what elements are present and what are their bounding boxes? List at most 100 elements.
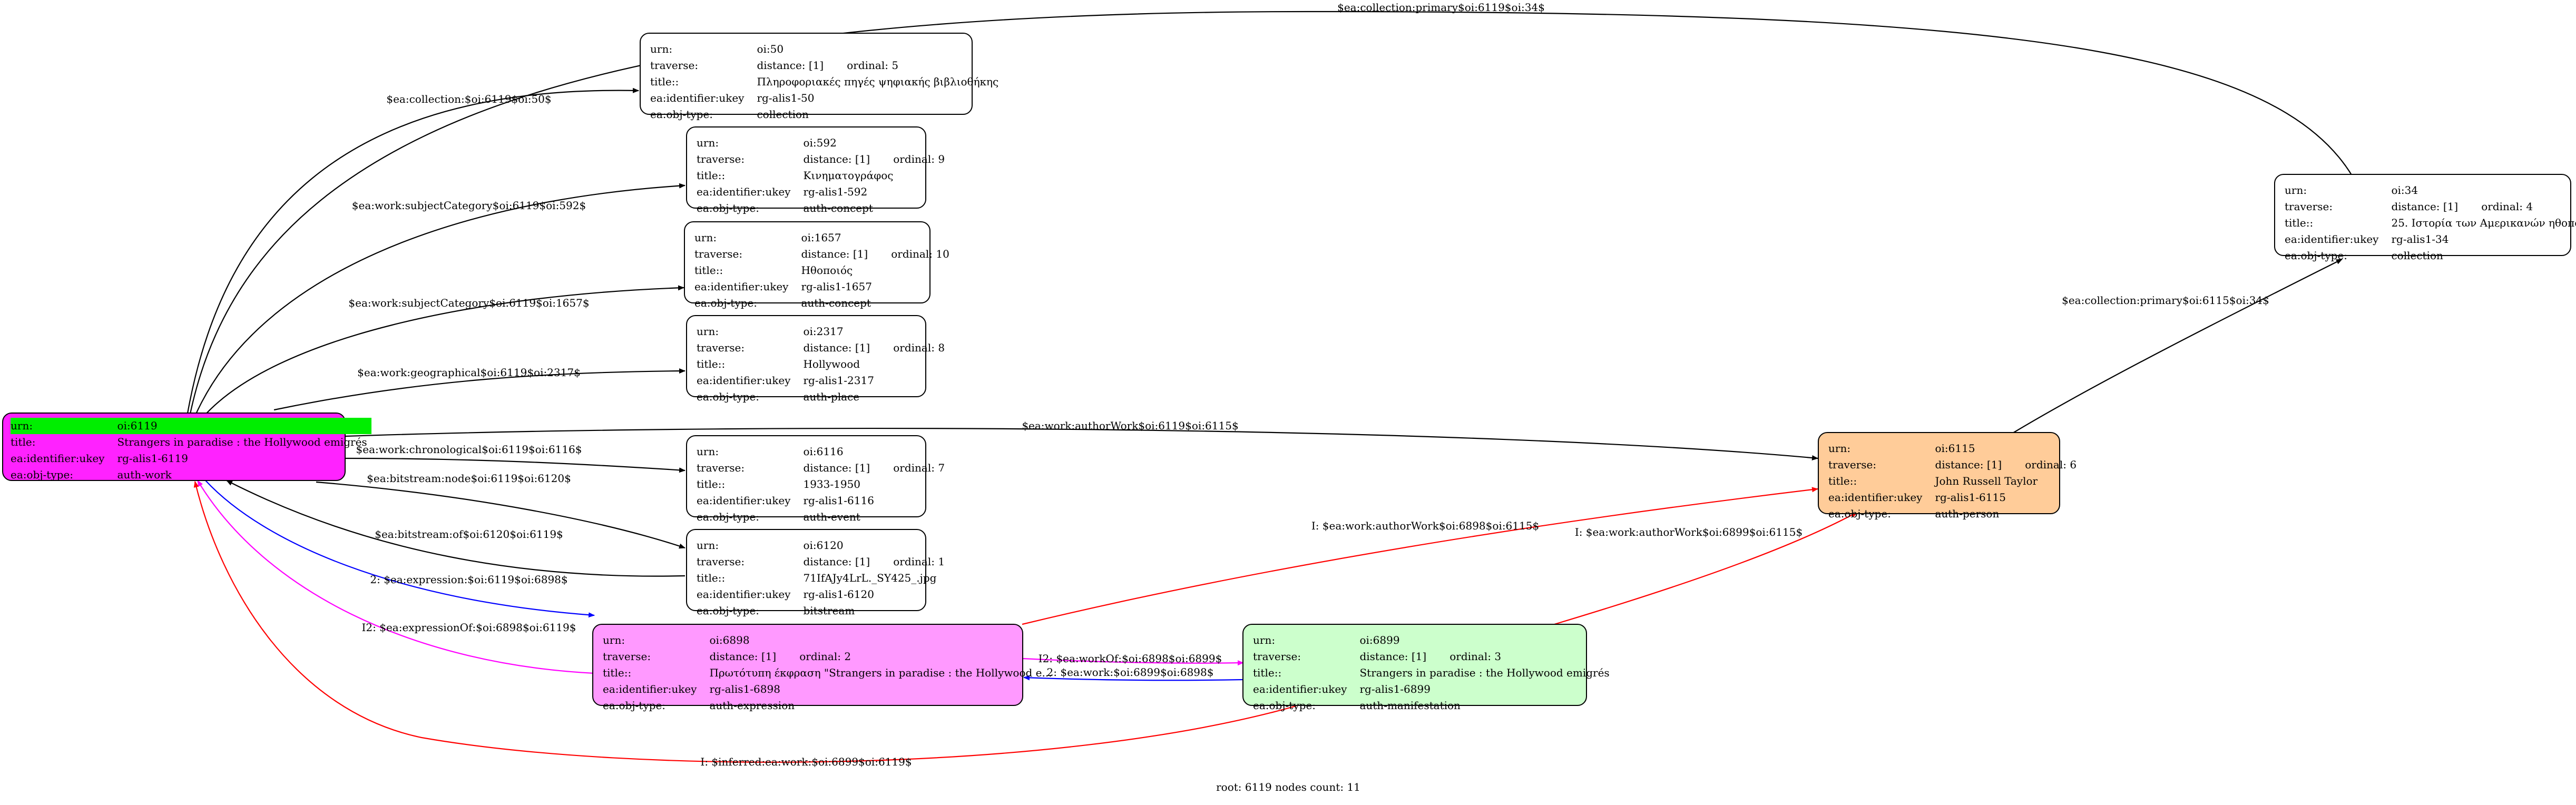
- node-6119-root[interactable]: urn:oi:6119 title:Strangers in paradise …: [2, 413, 371, 481]
- node-urn: oi:6898: [709, 634, 750, 646]
- node-ukey: rg-alis1-6899: [1359, 683, 1431, 695]
- title-label: title::: [650, 75, 679, 88]
- node-ordinal: ordinal: 2: [799, 650, 851, 663]
- edge-bitstream-of-6120-6119: [226, 480, 685, 577]
- edge-label-subject-6119-592: $ea:work:subjectCategory$oi:6119$oi:592$: [351, 199, 586, 212]
- objtype-label: ea:obj-type:: [2285, 249, 2348, 262]
- node-title: Strangers in paradise : the Hollywood em…: [1359, 666, 1610, 679]
- node-objtype: auth-event: [803, 511, 860, 523]
- node-distance: distance: [1]: [1935, 458, 2002, 471]
- node-title: 25. Ιστορία των Αμερικανών ηθοποιών: [2391, 217, 2576, 229]
- node-ukey: rg-alis1-592: [803, 185, 868, 198]
- edge-author-6898-6115: [1022, 487, 1818, 625]
- traverse-label: traverse:: [697, 462, 745, 474]
- edge-author-6119-6115: [345, 427, 1818, 460]
- node-ukey: rg-alis1-6116: [803, 494, 874, 507]
- node-6115[interactable]: urn:oi:6115 traverse:distance: [1]ordina…: [1818, 432, 2077, 520]
- urn-label: urn:: [1253, 634, 1276, 646]
- node-592[interactable]: urn:oi:592 traverse:distance: [1]ordinal…: [686, 126, 945, 214]
- traverse-label: traverse:: [650, 59, 699, 72]
- urn-label: urn:: [650, 43, 673, 55]
- traverse-label: traverse:: [2285, 200, 2333, 213]
- edge-subject-6119-592: [194, 183, 685, 417]
- node-ordinal: ordinal: 6: [2025, 458, 2077, 471]
- edge-bitstream-node-6119-6120: [316, 481, 685, 549]
- urn-label: urn:: [697, 325, 719, 338]
- node-title: Strangers in paradise : the Hollywood em…: [117, 436, 367, 448]
- edge-expression-6119-6898: [205, 480, 595, 618]
- node-title: Κινηματογράφος: [803, 169, 894, 182]
- edge-label-inferred-6899-6119: I: $inferred:ea:work:$oi:6899$oi:6119$: [700, 755, 912, 768]
- edge-label-work-6899-6898: 2: $ea:work:$oi:6899$oi:6898$: [1046, 666, 1214, 679]
- urn-label: urn:: [694, 231, 717, 244]
- graph-footer: root: 6119 nodes count: 11: [1216, 781, 1360, 793]
- node-ukey: rg-alis1-6119: [117, 452, 188, 465]
- node-34[interactable]: urn:oi:34 traverse:distance: [1]ordinal:…: [2274, 174, 2576, 262]
- node-ukey: rg-alis1-6120: [803, 588, 874, 601]
- title-label: title::: [1253, 666, 1282, 679]
- edge-label-expression-6119-6898: 2: $ea:expression:$oi:6119$oi:6898$: [370, 573, 568, 586]
- edge-label-author-6119-6115: $ea:work:authorWork$oi:6119$oi:6115$: [1022, 419, 1239, 432]
- node-6116[interactable]: urn:oi:6116 traverse:distance: [1]ordina…: [686, 435, 945, 523]
- ukey-label: ea:identifier:ukey: [697, 185, 791, 198]
- traverse-label: traverse:: [603, 650, 651, 663]
- node-6120[interactable]: urn:oi:6120 traverse:distance: [1]ordina…: [686, 529, 945, 617]
- ukey-label: ea:identifier:ukey: [650, 92, 745, 104]
- urn-label: urn:: [697, 445, 719, 458]
- node-6899[interactable]: urn:oi:6899 traverse:distance: [1]ordina…: [1242, 624, 1610, 712]
- node-objtype: collection: [757, 108, 809, 121]
- node-distance: distance: [1]: [757, 59, 824, 72]
- node-title: John Russell Taylor: [1935, 475, 2038, 487]
- objtype-label: ea:obj-type:: [697, 202, 760, 214]
- traverse-label: traverse:: [697, 341, 745, 354]
- edge-label-collection-primary-6119-34: $ea:collection:primary$oi:6119$oi:34$: [1337, 1, 1545, 14]
- node-ordinal: ordinal: 7: [893, 462, 945, 474]
- node-ordinal: ordinal: 1: [893, 555, 945, 568]
- node-ukey: rg-alis1-2317: [803, 374, 874, 387]
- ukey-label: ea:identifier:ukey: [1253, 683, 1347, 695]
- edge-work-6899-6898: [1023, 675, 1244, 681]
- urn-label: urn:: [1828, 442, 1851, 455]
- objtype-label: ea:obj-type:: [11, 468, 74, 481]
- title-label: title::: [2285, 217, 2314, 229]
- node-objtype: auth-concept: [803, 202, 873, 214]
- edge-collection-primary-6115-34: [2012, 259, 2343, 434]
- node-2317[interactable]: urn:oi:2317 traverse:distance: [1]ordina…: [686, 315, 945, 403]
- node-ordinal: ordinal: 4: [2481, 200, 2533, 213]
- objtype-label: ea:obj-type:: [650, 108, 713, 121]
- title-label: title::: [697, 572, 726, 584]
- node-ordinal: ordinal: 9: [893, 153, 945, 165]
- node-ukey: rg-alis1-1657: [801, 280, 872, 293]
- node-ukey: rg-alis1-6115: [1935, 491, 2006, 504]
- node-distance: distance: [1]: [803, 341, 870, 354]
- node-title: Πληροφοριακές πηγές ψηφιακής βιβλιοθήκης: [757, 75, 999, 88]
- edge-label-collection-6119-50: $ea:collection:$oi:6119$oi:50$: [386, 93, 552, 105]
- node-distance: distance: [1]: [1359, 650, 1427, 663]
- node-50[interactable]: urn:oi:50 traverse:distance: [1]ordinal:…: [640, 33, 998, 121]
- node-6898[interactable]: urn:oi:6898 traverse:distance: [1]ordina…: [592, 624, 1052, 712]
- traverse-label: traverse:: [1253, 650, 1301, 663]
- edge-collection-6119-50: [186, 87, 639, 417]
- edge-label-chronological-6119-6116: $ea:work:chronological$oi:6119$oi:6116$: [356, 443, 582, 456]
- edge-geographical-6119-2317: [273, 368, 685, 411]
- edge-expressionof-6898-6119: [197, 480, 595, 674]
- ukey-label: ea:identifier:ukey: [2285, 233, 2379, 246]
- edge-label-author-6899-6115: I: $ea:work:authorWork$oi:6899$oi:6115$: [1574, 526, 1803, 538]
- objtype-label: ea:obj-type:: [1253, 699, 1316, 712]
- edge-label-expressionof-6898-6119: I2: $ea:expressionOf:$oi:6898$oi:6119$: [361, 621, 576, 634]
- node-urn: oi:2317: [803, 325, 844, 338]
- title-label: title:: [11, 436, 36, 448]
- node-1657[interactable]: urn:oi:1657 traverse:distance: [1]ordina…: [684, 221, 949, 309]
- node-distance: distance: [1]: [801, 248, 868, 260]
- node-objtype: auth-manifestation: [1359, 699, 1461, 712]
- edge-author-6899-6115: [1554, 512, 1858, 625]
- node-ordinal: ordinal: 3: [1449, 650, 1502, 663]
- urn-label: urn:: [2285, 184, 2307, 197]
- edge-subject-6119-1657: [202, 285, 684, 418]
- objtype-label: ea:obj-type:: [697, 604, 760, 617]
- node-distance: distance: [1]: [803, 462, 870, 474]
- node-objtype: bitstream: [803, 604, 855, 617]
- ukey-label: ea:identifier:ukey: [694, 280, 789, 293]
- edge-label-subject-6119-1657: $ea:work:subjectCategory$oi:6119$oi:1657…: [348, 297, 590, 309]
